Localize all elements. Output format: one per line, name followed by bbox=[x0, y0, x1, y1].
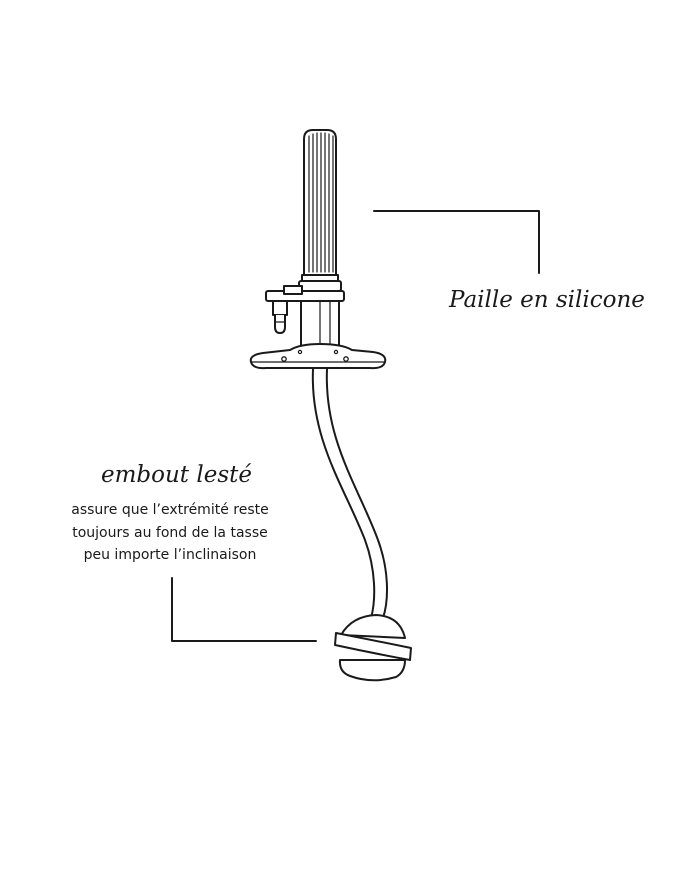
label-silicone-straw: Paille en silicone bbox=[449, 287, 645, 313]
description-line: assure que l’extrémité reste bbox=[71, 502, 269, 518]
straw-collar bbox=[265, 285, 345, 334]
weighted-tip-description: assure que l’extrémité reste toujours au… bbox=[50, 499, 290, 567]
weighted-tip bbox=[334, 614, 412, 682]
straw-flange bbox=[249, 343, 387, 370]
label-weighted-tip: embout lesté bbox=[101, 462, 252, 488]
description-line: toujours au fond de la tasse bbox=[72, 524, 268, 541]
description-line: peu importe l’inclinaison bbox=[83, 547, 257, 563]
straw-mouthpiece bbox=[303, 129, 337, 276]
leader-line-tip bbox=[171, 577, 317, 642]
silicone-tube bbox=[311, 368, 389, 619]
straw-neck bbox=[298, 274, 342, 292]
leader-line-straw bbox=[373, 210, 540, 274]
